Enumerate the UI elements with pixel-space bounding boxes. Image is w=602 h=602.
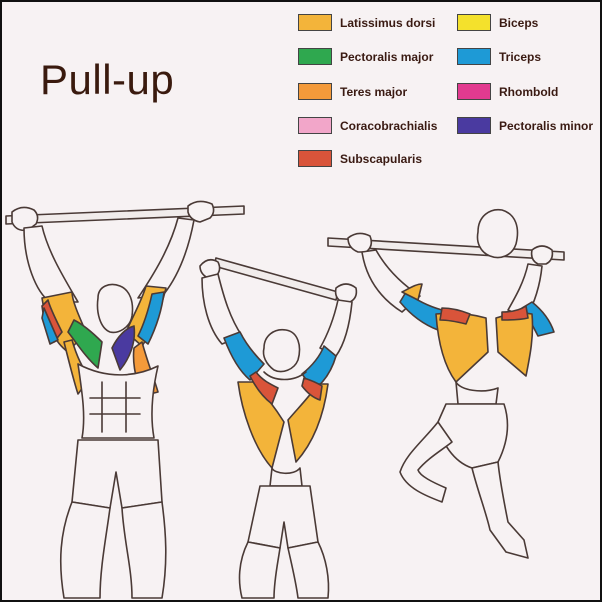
legend-swatch (298, 150, 332, 167)
right-hand (187, 200, 215, 223)
muscle-triceps-left (41, 307, 59, 345)
head (96, 283, 134, 334)
legend-swatch (457, 117, 491, 134)
left-forearm (23, 225, 79, 303)
left-leg (238, 541, 281, 599)
torso (77, 363, 159, 439)
right-hand (334, 283, 358, 303)
legend-item-rhombold: Rhombold (457, 83, 558, 100)
legend-label: Biceps (499, 15, 539, 30)
right-forearm (507, 263, 543, 319)
muscle-pectoralis-minor (111, 325, 136, 371)
figure-back-view (199, 257, 358, 599)
muscle-teres-major-right (501, 305, 529, 321)
legend-label: Teres major (340, 84, 408, 99)
legend-item-coracobrachialis: Coracobrachialis (298, 117, 437, 134)
muscle-triceps-left (399, 291, 443, 331)
legend-swatch (298, 14, 332, 31)
abs-lines (89, 381, 141, 433)
left-hand (199, 258, 221, 279)
muscle-biceps-left (401, 283, 423, 301)
legend-item-subscapularis: Subscapularis (298, 150, 422, 167)
muscle-teres-major-left (439, 307, 471, 325)
pull-up-bar (5, 205, 245, 225)
muscle-teres-major-left (249, 371, 279, 405)
legend-item-teres-major: Teres major (298, 83, 407, 100)
legend-swatch (298, 117, 332, 134)
figure-top-position (327, 208, 565, 559)
shorts (247, 485, 319, 549)
head (262, 328, 301, 373)
legend-swatch (457, 14, 491, 31)
legend-label: Subscapularis (340, 151, 423, 166)
left-leg (59, 501, 111, 599)
waist (269, 467, 303, 487)
left-leg (399, 421, 453, 503)
legend-swatch (457, 48, 491, 65)
legend-swatch (298, 83, 332, 100)
page-title: Pull-up (40, 56, 175, 103)
right-forearm (319, 299, 353, 357)
legend-swatch (457, 83, 491, 100)
upper-back-line (263, 371, 307, 381)
legend-label: Latissimus dorsi (340, 15, 436, 30)
muscle-triceps-right (137, 291, 165, 345)
muscle-teres-major-right (301, 377, 323, 401)
right-leg (287, 541, 330, 599)
right-leg (121, 501, 167, 599)
head (476, 208, 519, 259)
legend-label: Pectoralis major (340, 49, 434, 64)
legend-item-pectoralis-minor: Pectoralis minor (457, 117, 593, 134)
muscle-latissimus-left (237, 381, 285, 469)
legend-label: Coracobrachialis (340, 118, 438, 133)
legend-label: Rhombold (499, 84, 559, 99)
left-hand (347, 232, 373, 253)
legend-item-latissimus-dorsi: Latissimus dorsi (298, 14, 435, 31)
right-leg (471, 461, 529, 559)
waist (455, 381, 499, 405)
muscle-latissimus-right (287, 383, 329, 463)
muscle-triceps-left (223, 331, 265, 381)
pull-up-bar (213, 257, 339, 301)
legend-item-biceps: Biceps (457, 14, 538, 31)
legend-label: Triceps (499, 49, 542, 64)
shorts (71, 439, 163, 509)
muscle-latissimus-right (495, 312, 534, 377)
figure-front-view (5, 200, 245, 599)
legend-label: Pectoralis minor (499, 118, 594, 133)
left-hand (11, 206, 39, 232)
legend-item-pectoralis-major: Pectoralis major (298, 48, 433, 65)
muscle-pectoralis-major (67, 319, 103, 369)
legend-swatch (298, 48, 332, 65)
legend-item-triceps: Triceps (457, 48, 541, 65)
right-forearm (137, 217, 195, 299)
right-hand (530, 245, 554, 265)
